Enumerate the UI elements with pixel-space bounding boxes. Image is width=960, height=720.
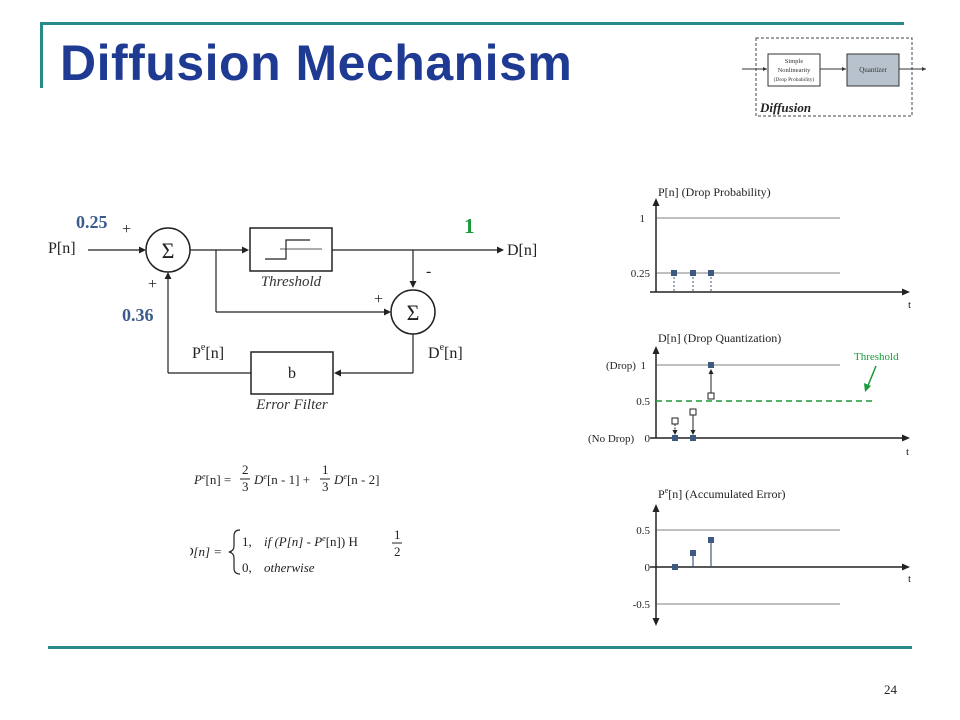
plot1-title: P[n] (Drop Probability) xyxy=(658,185,771,199)
svg-text:0.5: 0.5 xyxy=(636,396,650,408)
plot1-points xyxy=(671,270,714,292)
nonlinearity-block xyxy=(767,53,821,87)
eq2-case1: if (P[n] - Pe[n]) H xyxy=(264,534,358,549)
svg-text:Simple: Simple xyxy=(785,58,804,65)
e-point-1 xyxy=(672,564,678,570)
left-rule xyxy=(40,22,43,88)
eq2-lhs: D[n] = xyxy=(190,544,222,559)
svg-text:3: 3 xyxy=(242,479,249,494)
plus-top: + xyxy=(122,221,131,238)
svg-text:b: b xyxy=(288,365,296,382)
p-point-3 xyxy=(708,270,714,276)
svg-text:0.5: 0.5 xyxy=(636,525,650,537)
svg-text:t: t xyxy=(906,446,909,458)
threshold-block xyxy=(249,227,333,272)
error-p-label: Pe[n] xyxy=(192,342,224,362)
minus-sign: - xyxy=(426,263,431,280)
inset-frame xyxy=(755,37,913,117)
svg-text:t: t xyxy=(908,573,911,585)
d-point-1 xyxy=(672,435,678,441)
threshold-label: Threshold xyxy=(261,274,322,290)
step-icon xyxy=(265,239,310,260)
inset-label: Diffusion xyxy=(759,100,811,115)
brace xyxy=(228,529,241,575)
svg-text:Σ: Σ xyxy=(162,238,175,263)
svg-text:0.25: 0.25 xyxy=(631,268,651,280)
threshold-annotation: Threshold xyxy=(854,351,899,363)
equations: Pe[n] = 2 3 De[n - 1] + 1 3 De[n - 2] D[… xyxy=(190,462,402,575)
p-point-1 xyxy=(671,270,677,276)
feedback-value: 0.36 xyxy=(122,305,154,325)
plot3-points xyxy=(672,537,714,570)
svg-text:otherwise: otherwise xyxy=(264,560,315,575)
e-point-3 xyxy=(708,537,714,543)
svg-text:1,: 1, xyxy=(242,534,252,549)
plot3-title: Pe[n] (Accumulated Error) xyxy=(658,486,786,501)
svg-text:0,: 0, xyxy=(242,560,252,575)
svg-text:3: 3 xyxy=(322,479,329,494)
eq1-lhs: Pe[n] = xyxy=(193,472,231,487)
error-filter-block xyxy=(250,351,334,395)
p-point-2 xyxy=(690,270,696,276)
svg-text:(Drop Probability): (Drop Probability) xyxy=(774,76,815,83)
svg-text:-0.5: -0.5 xyxy=(633,599,651,611)
eq1-term1: De[n - 1] + xyxy=(253,472,310,487)
svg-text:1: 1 xyxy=(394,527,401,542)
svg-text:0: 0 xyxy=(645,433,651,445)
plot-drop-quantization: D[n] (Drop Quantization) (Drop) 1 0.5 (N… xyxy=(588,331,910,458)
error-d-label: De[n] xyxy=(428,342,463,362)
slide-title: Diffusion Mechanism xyxy=(60,35,573,91)
eq1-term2: De[n - 2] xyxy=(333,472,379,487)
svg-text:(No Drop): (No Drop) xyxy=(588,433,634,445)
svg-text:Σ: Σ xyxy=(407,300,420,325)
svg-text:t: t xyxy=(908,299,911,311)
svg-text:0: 0 xyxy=(645,562,651,574)
svg-text:Quantizer: Quantizer xyxy=(859,66,887,74)
svg-text:(Drop): (Drop) xyxy=(606,360,636,372)
top-rule xyxy=(40,22,904,25)
input-value: 0.25 xyxy=(76,212,108,232)
d-point-2 xyxy=(690,435,696,441)
quantizer-block xyxy=(846,53,900,87)
plot-accumulated-error: Pe[n] (Accumulated Error) 0.5 0 -0.5 t xyxy=(633,486,911,626)
plot2-title: D[n] (Drop Quantization) xyxy=(658,331,781,345)
plus-bottom: + xyxy=(148,276,157,293)
output-value: 1 xyxy=(464,214,475,238)
inset-diagram: Simple Nonlinearity (Drop Probability) Q… xyxy=(742,37,926,117)
bottom-rule xyxy=(48,646,912,649)
error-filter-label: Error Filter xyxy=(255,397,328,413)
plot-drop-probability: P[n] (Drop Probability) 1 0.25 t xyxy=(631,185,911,311)
plot2-points xyxy=(671,362,715,441)
page-number: 24 xyxy=(884,682,897,697)
svg-text:Nonlinearity: Nonlinearity xyxy=(778,67,812,74)
output-label: D[n] xyxy=(507,242,537,259)
svg-text:1: 1 xyxy=(641,360,647,372)
svg-text:2: 2 xyxy=(242,462,249,477)
input-label: P[n] xyxy=(48,240,76,257)
svg-text:1: 1 xyxy=(640,213,646,225)
svg-text:2: 2 xyxy=(394,544,401,559)
d-point-3 xyxy=(708,362,714,368)
block-diagram: 0.25 + P[n] Σ Threshold 1 D[n] - + Σ De[… xyxy=(48,212,537,413)
e-point-2 xyxy=(690,550,696,556)
plus-right: + xyxy=(374,291,383,308)
svg-text:1: 1 xyxy=(322,462,329,477)
